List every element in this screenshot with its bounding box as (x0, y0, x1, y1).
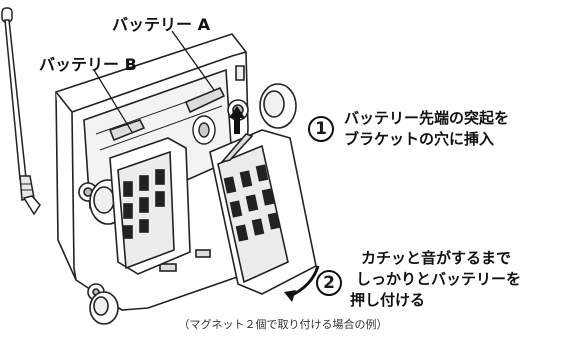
battery-b (109, 137, 191, 275)
insert-arrow-icon (229, 106, 245, 134)
battery-a (209, 129, 317, 295)
leader-lines (93, 30, 215, 133)
step-2-line-1: カチッと音がするまで (361, 249, 512, 267)
step-1-line-1: バッテリー先端の突起を (344, 109, 510, 127)
step-2-number: 2 (316, 270, 342, 296)
step-1: 1 バッテリー先端の突起を ブラケットの穴に挿入 (308, 108, 509, 150)
step-2-line-2: しっかりとバッテリーを (356, 270, 522, 288)
step-2-line-3: 押し付ける (350, 291, 426, 309)
battery-a-label: バッテリー A (112, 15, 210, 34)
step-1-number: 1 (308, 116, 334, 142)
antenna (1, 7, 41, 216)
battery-b-label: バッテリー B (39, 55, 137, 74)
push-arrow-icon (284, 265, 320, 302)
step-1-line-2: ブラケットの穴に挿入 (344, 130, 495, 148)
caption: （マグネット２個で取り付ける場合の例） (178, 318, 388, 331)
